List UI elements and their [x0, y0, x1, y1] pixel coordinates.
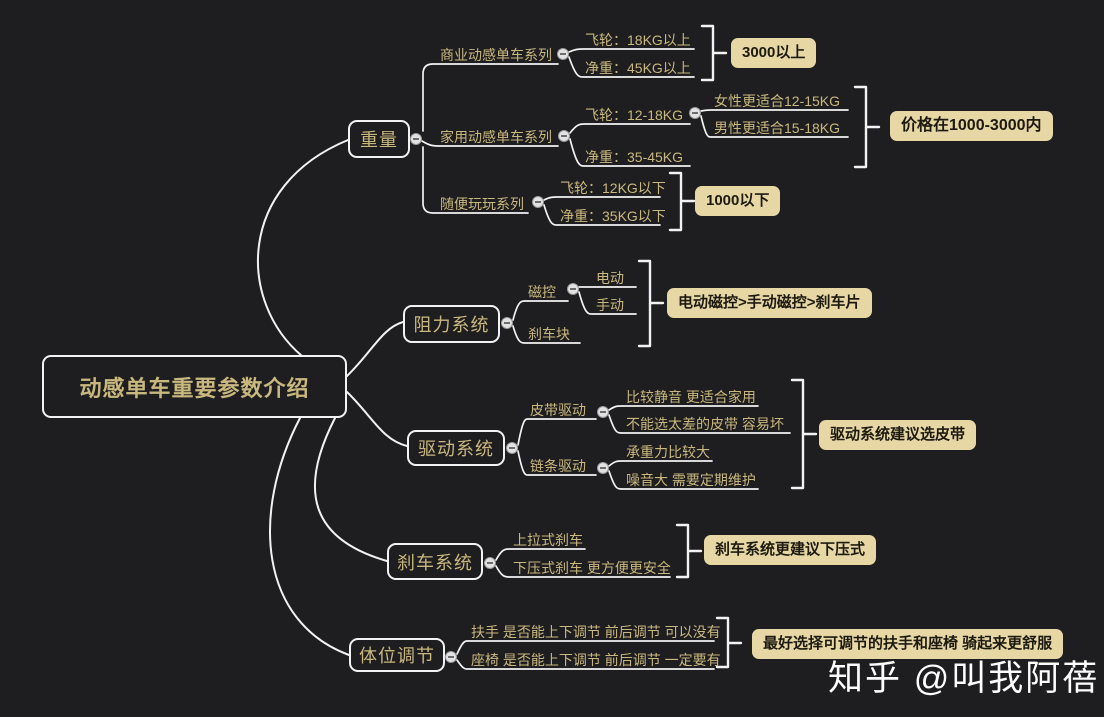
leaf-seat-adjust[interactable]: 座椅 是否能上下调节 前后调节 一定要有	[471, 652, 721, 668]
leaf-home-net-weight[interactable]: 净重：35-45KG	[585, 149, 684, 165]
leaf-commercial-net-weight[interactable]: 净重：45KG以上	[585, 60, 691, 76]
summary-brake-recommendation[interactable]: 刹车系统更建议下压式	[704, 535, 877, 565]
collapse-button-drive[interactable]	[506, 442, 518, 454]
topic-magnetic-control[interactable]: 磁控	[528, 284, 556, 300]
watermark: 知乎 @叫我阿蓓	[828, 659, 1100, 698]
summary-price-1000-3000[interactable]: 价格在1000-3000内	[890, 111, 1053, 141]
collapse-button-chain[interactable]	[597, 462, 609, 474]
leaf-belt-quiet[interactable]: 比较静音 更适合家用	[626, 389, 756, 405]
leaf-female-flywheel-range[interactable]: 女性更适合12-15KG	[714, 93, 841, 109]
topic-belt-drive[interactable]: 皮带驱动	[530, 402, 586, 418]
collapse-button-weight[interactable]	[410, 133, 422, 145]
topic-casual-series[interactable]: 随便玩玩系列	[440, 196, 524, 212]
leaf-chain-noise[interactable]: 噪音大 需要定期维护	[626, 472, 756, 488]
leaf-casual-net-weight[interactable]: 净重：35KG以下	[560, 208, 666, 224]
branch-drive[interactable]: 驱动系统	[407, 430, 505, 466]
leaf-press-down-brake[interactable]: 下压式刹车 更方便更安全	[513, 560, 671, 576]
branch-position[interactable]: 体位调节	[349, 638, 445, 672]
summary-price-3000-plus[interactable]: 3000以上	[731, 38, 817, 68]
topic-chain-drive[interactable]: 链条驱动	[530, 458, 586, 474]
collapse-button-position[interactable]	[445, 651, 457, 663]
leaf-pull-up-brake[interactable]: 上拉式刹车	[513, 532, 583, 548]
summary-resistance-ranking[interactable]: 电动磁控>手动磁控>刹车片	[667, 288, 872, 318]
summary-price-1000-minus[interactable]: 1000以下	[695, 186, 781, 216]
collapse-button-home[interactable]	[558, 130, 570, 142]
leaf-chain-load[interactable]: 承重力比较大	[626, 444, 710, 460]
root-topic[interactable]: 动感单车重要参数介绍	[42, 355, 347, 418]
branch-brake[interactable]: 刹车系统	[387, 543, 483, 580]
leaf-belt-quality[interactable]: 不能选太差的皮带 容易坏	[626, 416, 784, 432]
collapse-button-belt[interactable]	[597, 406, 609, 418]
topic-home-series[interactable]: 家用动感单车系列	[440, 129, 552, 145]
topic-commercial-series[interactable]: 商业动感单车系列	[440, 47, 552, 63]
collapse-button-brake[interactable]	[484, 557, 496, 569]
collapse-button-commercial[interactable]	[557, 48, 569, 60]
collapse-button-magnetic[interactable]	[567, 283, 579, 295]
branch-weight[interactable]: 重量	[348, 120, 410, 158]
collapse-button-resistance[interactable]	[501, 317, 513, 329]
leaf-manual[interactable]: 手动	[596, 297, 624, 313]
leaf-handlebar-adjust[interactable]: 扶手 是否能上下调节 前后调节 可以没有	[471, 624, 721, 640]
topic-brake-pad[interactable]: 刹车块	[528, 326, 570, 342]
collapse-button-casual[interactable]	[532, 196, 544, 208]
branch-resistance[interactable]: 阻力系统	[403, 305, 500, 343]
summary-drive-recommendation[interactable]: 驱动系统建议选皮带	[819, 420, 977, 450]
collapse-button-home-flywheel[interactable]	[689, 107, 701, 119]
leaf-home-flywheel[interactable]: 飞轮：12-18KG	[585, 107, 684, 123]
summary-position-recommendation[interactable]: 最好选择可调节的扶手和座椅 骑起来更舒服	[752, 629, 1064, 659]
leaf-commercial-flywheel[interactable]: 飞轮：18KG以上	[585, 32, 691, 48]
leaf-casual-flywheel[interactable]: 飞轮：12KG以下	[560, 180, 666, 196]
leaf-male-flywheel-range[interactable]: 男性更适合15-18KG	[714, 120, 841, 136]
leaf-electric[interactable]: 电动	[596, 270, 624, 286]
